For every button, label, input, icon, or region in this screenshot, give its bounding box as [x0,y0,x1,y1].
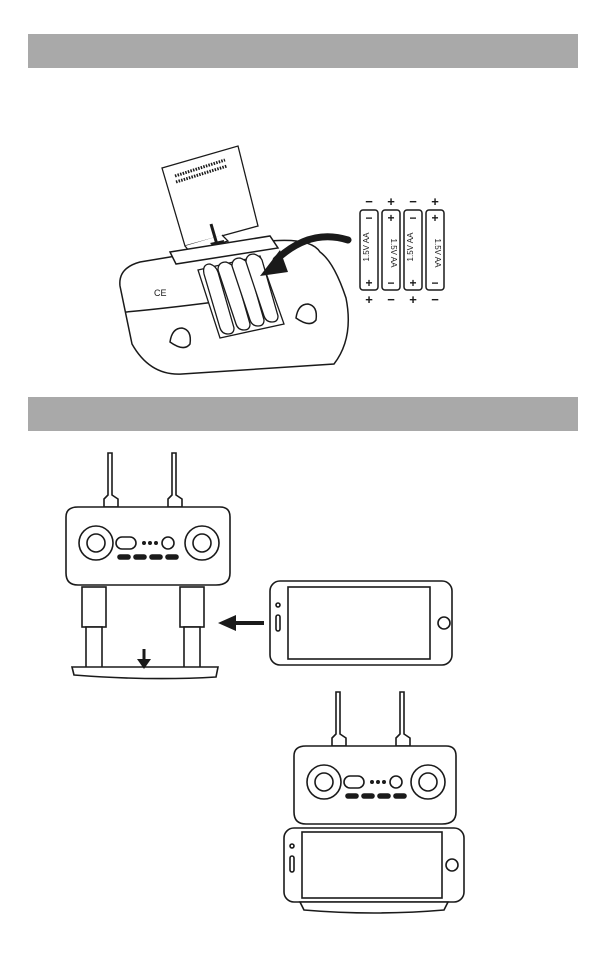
battery-cell: 1.5V AA − + − + [360,194,378,307]
polarity-mark-bottom: − [431,292,439,307]
polarity-mark-top: + [387,194,395,209]
phone-mount-step-1-drawing [60,445,460,685]
arrow-down-icon [137,649,151,669]
antenna-icon [332,692,346,746]
battery-label: 1.5V AA [389,239,398,269]
ce-mark: CE [154,288,167,298]
battery-terminal-bottom: + [365,276,372,290]
phone-mount-step-2 [280,688,470,918]
polarity-mark-bottom: + [409,292,417,307]
section-header-phone-mount [28,397,578,431]
phone-mount-step-2-drawing [280,688,470,918]
battery-terminal-top: + [387,211,394,225]
antenna-icon [396,692,410,746]
antenna-icon [104,453,118,507]
battery-terminal-top: − [365,211,372,225]
polarity-mark-top: − [409,194,417,209]
home-button-icon [446,859,458,871]
battery-terminal-bottom: − [431,276,438,290]
smartphone [270,581,452,665]
polarity-mark-bottom: + [365,292,373,307]
phone-mount-step-1 [60,445,460,685]
battery-cell: 1.5V AA − + − + [404,194,422,307]
battery-cover [162,146,258,252]
battery-cell: 1.5V AA + − + − [382,194,400,307]
battery-label: 1.5V AA [362,232,371,262]
battery-terminal-bottom: − [387,276,394,290]
battery-install-illustration: CE 1.5V AA−+−+1.5V AA+−+−1.5V AA−+−+1.5V… [110,140,470,380]
battery-terminal-top: + [431,211,438,225]
antenna-icon [168,453,182,507]
arrow-left-icon [218,615,264,631]
home-button-icon [438,617,450,629]
battery-cell: 1.5V AA + − + − [426,194,444,307]
polarity-mark-top: + [431,194,439,209]
battery-terminal-top: − [409,211,416,225]
polarity-mark-bottom: − [387,292,395,307]
battery-terminal-bottom: + [409,276,416,290]
section-header-battery-install [28,34,578,68]
battery-label: 1.5V AA [406,232,415,262]
battery-set: 1.5V AA−+−+1.5V AA+−+−1.5V AA−+−+1.5V AA… [360,194,444,307]
battery-label: 1.5V AA [433,239,442,269]
battery-install-drawing: CE 1.5V AA−+−+1.5V AA+−+−1.5V AA−+−+1.5V… [110,140,470,380]
polarity-mark-top: − [365,194,373,209]
